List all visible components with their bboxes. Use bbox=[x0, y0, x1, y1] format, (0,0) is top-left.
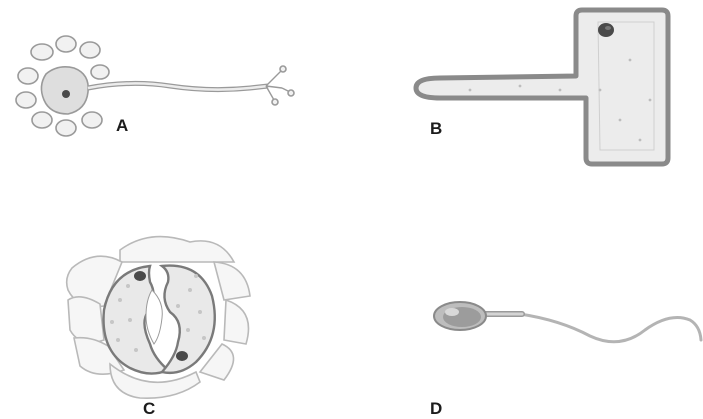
guard-cell-nucleus-icon bbox=[134, 271, 146, 281]
root-hair-cell-icon bbox=[416, 10, 668, 164]
guard-cell-nucleus-icon bbox=[176, 351, 188, 361]
label-d: D bbox=[430, 400, 442, 417]
label-a: A bbox=[116, 117, 128, 134]
neuron-nucleus-icon bbox=[62, 90, 70, 98]
label-b: B bbox=[430, 120, 442, 137]
label-c: C bbox=[143, 400, 155, 417]
sperm-cell-icon bbox=[434, 302, 701, 342]
root-hair-nucleus-icon bbox=[598, 23, 614, 37]
neuron-icon bbox=[16, 36, 294, 136]
guard-cells-icon bbox=[67, 237, 250, 399]
